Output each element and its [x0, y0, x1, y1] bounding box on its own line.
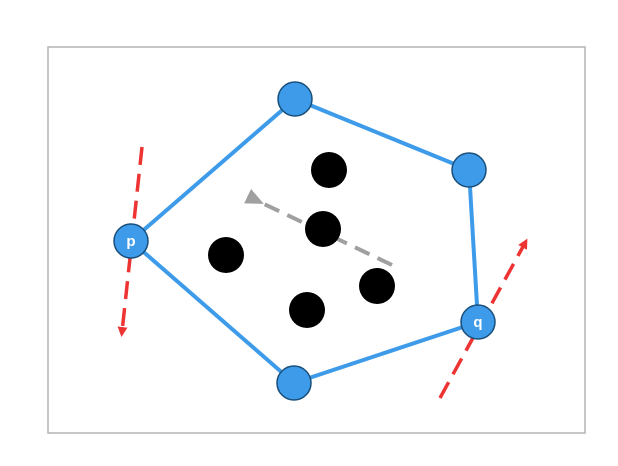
vertex-label-p: p	[126, 233, 135, 250]
hull-vertex	[277, 81, 313, 117]
hull-vertex	[276, 365, 312, 401]
interior-point	[359, 268, 395, 304]
convex-hull-polygon	[129, 97, 480, 385]
vertex-label-q: q	[473, 314, 482, 331]
hull-vertex	[451, 152, 487, 188]
interior-point	[305, 211, 341, 247]
hull-vertex-q: q	[460, 304, 496, 340]
interior-point	[289, 292, 325, 328]
hull-vertex-p: p	[113, 223, 149, 259]
diagram-frame	[47, 46, 586, 434]
interior-point	[208, 237, 244, 273]
interior-point	[311, 152, 347, 188]
